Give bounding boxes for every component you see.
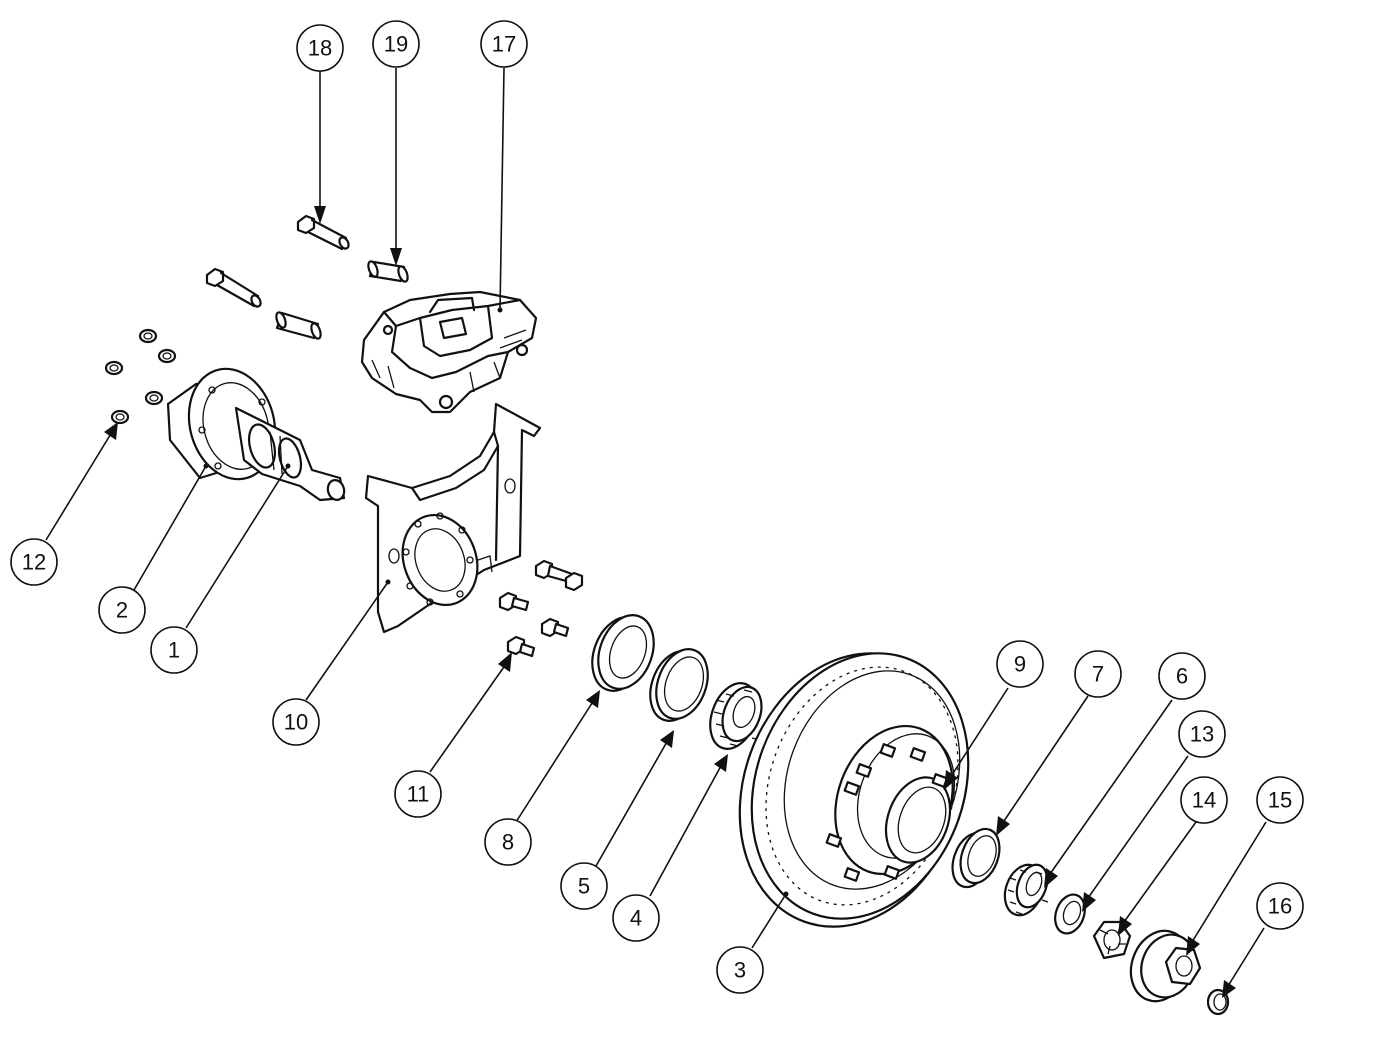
svg-text:10: 10 (284, 710, 308, 735)
svg-text:1: 1 (168, 638, 180, 663)
svg-text:11: 11 (407, 782, 430, 807)
svg-text:13: 13 (1190, 722, 1214, 747)
svg-text:19: 19 (384, 32, 408, 57)
callout-17: 17 (480, 20, 528, 68)
callout-11: 11 (394, 770, 442, 818)
part-18-caliper-bolt-lower (205, 267, 262, 308)
rotor-studs (825, 743, 949, 882)
callout-6: 6 (1158, 652, 1206, 700)
part-7-outer-bearing-cup (951, 827, 1001, 889)
part-17-caliper (360, 290, 538, 414)
part-11-bracket-bolts (498, 559, 584, 658)
svg-text:18: 18 (308, 36, 332, 61)
svg-text:5: 5 (578, 874, 590, 899)
callout-9: 9 (996, 640, 1044, 688)
part-6-outer-bearing-cone (1003, 863, 1049, 917)
callout-12: 12 (10, 538, 58, 586)
callout-5: 5 (560, 862, 608, 910)
callout-1: 1 (150, 626, 198, 674)
callout-10: 10 (272, 698, 320, 746)
svg-text:14: 14 (1192, 788, 1216, 813)
callout-16: 16 (1256, 882, 1304, 930)
svg-text:7: 7 (1092, 662, 1104, 687)
callout-18: 18 (296, 24, 344, 72)
svg-text:12: 12 (22, 550, 46, 575)
svg-text:16: 16 (1268, 894, 1292, 919)
svg-text:8: 8 (502, 830, 514, 855)
callout-13: 13 (1178, 710, 1226, 758)
part-15-dust-cap (1129, 929, 1202, 1003)
part-1-spindle (234, 406, 346, 502)
svg-text:6: 6 (1176, 664, 1188, 689)
part-12-lug-nuts (104, 328, 177, 425)
svg-text:2: 2 (116, 598, 128, 623)
callout-8: 8 (484, 818, 532, 866)
callout-14: 14 (1180, 776, 1228, 824)
callout-4: 4 (612, 894, 660, 942)
svg-text:9: 9 (1014, 652, 1026, 677)
callout-15: 15 (1256, 776, 1304, 824)
callout-7: 7 (1074, 650, 1122, 698)
svg-text:15: 15 (1268, 788, 1292, 813)
svg-text:3: 3 (734, 958, 746, 983)
leader-lines (45, 67, 1267, 998)
part-19-sleeve-lower (275, 311, 322, 340)
callout-19: 19 (372, 20, 420, 68)
callout-2: 2 (98, 586, 146, 634)
part-18-caliper-bolt (296, 214, 350, 251)
part-19-sleeve (367, 260, 409, 283)
callout-3: 3 (716, 946, 764, 994)
part-3-hub-rotor (738, 652, 970, 928)
svg-text:4: 4 (630, 906, 642, 931)
part-10-mounting-bracket (364, 402, 542, 634)
part-4-bearing-cone (709, 682, 763, 750)
part-5-bearing-cup (649, 648, 709, 722)
part-8-grease-seal (591, 614, 655, 692)
part-13-washer (1054, 893, 1086, 935)
svg-text:17: 17 (492, 32, 516, 57)
